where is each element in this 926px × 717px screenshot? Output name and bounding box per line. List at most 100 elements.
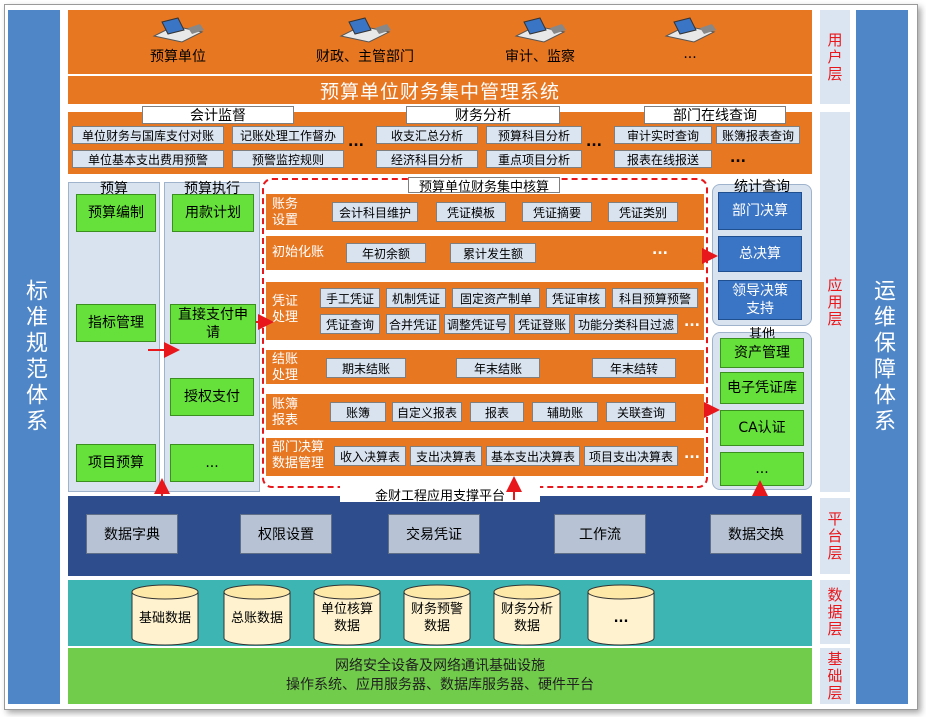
query-item[interactable]: 报表在线报送 — [614, 150, 712, 168]
core-item[interactable]: 年初余额 — [346, 243, 426, 263]
core-item[interactable]: 凭证审核 — [546, 288, 606, 308]
row-label: 初始化账 — [272, 245, 325, 260]
workflow-button[interactable]: 工作流 — [554, 514, 646, 554]
core-item[interactable]: 科目预算预警 — [612, 288, 698, 308]
item-label: 年末结转 — [609, 361, 658, 376]
item-label: 关联查询 — [616, 405, 665, 420]
total-final-button[interactable]: 总决算 — [718, 236, 802, 272]
item-label: 记账处理工作督办 — [239, 128, 336, 143]
data-exchange-button[interactable]: 数据交换 — [710, 514, 802, 554]
decision-support-button[interactable]: 领导决策支持 — [718, 280, 802, 320]
analysis-item[interactable]: 预算科目分析 — [486, 126, 582, 144]
data-dictionary-button[interactable]: 数据字典 — [86, 514, 178, 554]
button-label: 交易凭证 — [406, 527, 462, 543]
asset-management-button[interactable]: 资产管理 — [720, 338, 804, 368]
db-label: 财务预警数据 — [410, 602, 463, 634]
core-item[interactable]: 调整凭证号 — [444, 314, 510, 334]
stats-title: 统计查询 — [734, 179, 790, 195]
db-cylinder[interactable]: ... — [586, 584, 656, 646]
core-item[interactable]: 合并凭证 — [386, 314, 440, 334]
layer-app: 应用层 — [820, 112, 850, 492]
analysis-item[interactable]: 收支汇总分析 — [376, 126, 478, 144]
project-budget-button[interactable]: 项目预算 — [76, 444, 156, 482]
payment-plan-button[interactable]: 用款计划 — [172, 194, 254, 232]
infra-line-1: 网络安全设备及网络通讯基础设施 — [335, 658, 545, 674]
analysis-item[interactable]: 重点项目分析 — [486, 150, 582, 168]
db-cylinder[interactable]: 单位核算数据 — [312, 584, 382, 646]
item-label: 科目预算预警 — [618, 291, 691, 306]
analysis-more: ... — [586, 134, 602, 150]
layer-user-label: 用户层 — [825, 31, 844, 83]
db-cylinder[interactable]: 总账数据 — [222, 584, 292, 646]
other-more-button[interactable]: ... — [720, 452, 804, 486]
core-item[interactable]: 手工凭证 — [320, 288, 380, 308]
core-item[interactable]: 累计发生额 — [450, 243, 536, 263]
core-item[interactable]: 报表 — [470, 402, 524, 422]
core-item[interactable]: 自定义报表 — [392, 402, 462, 422]
core-item[interactable]: 机制凭证 — [386, 288, 446, 308]
database-icon — [313, 584, 381, 646]
button-label: 数据交换 — [728, 527, 784, 543]
e-voucher-button[interactable]: 电子凭证库 — [720, 372, 804, 404]
core-item[interactable]: 凭证类别 — [608, 202, 678, 222]
quota-management-button[interactable]: 指标管理 — [76, 304, 156, 342]
core-item[interactable]: 基本支出决算表 — [486, 446, 580, 466]
button-label: 工作流 — [579, 527, 621, 543]
transaction-voucher-button[interactable]: 交易凭证 — [388, 514, 480, 554]
core-item[interactable]: 固定资产制单 — [452, 288, 540, 308]
core-item[interactable]: 关联查询 — [606, 402, 676, 422]
user-label: 财政、主管部门 — [316, 49, 414, 65]
database-icon — [493, 584, 561, 646]
accounting-item[interactable]: 预警监控规则 — [232, 150, 344, 168]
db-cylinder[interactable]: 财务分析数据 — [492, 584, 562, 646]
ops-column: 运维保障体系 — [856, 10, 908, 704]
ca-auth-button[interactable]: CA认证 — [720, 410, 804, 446]
core-item[interactable]: 年末结账 — [456, 358, 540, 378]
core-item[interactable]: 凭证查询 — [320, 314, 380, 334]
row-label: 账簿报表 — [272, 397, 299, 428]
voucher-more: ... — [684, 314, 700, 330]
core-item[interactable]: 支出决算表 — [410, 446, 482, 466]
budget-compile-button[interactable]: 预算编制 — [76, 194, 156, 232]
authorized-payment-button[interactable]: 授权支付 — [170, 378, 254, 416]
db-label: 单位核算数据 — [320, 602, 373, 634]
query-item[interactable]: 账簿报表查询 — [716, 126, 800, 144]
query-more: ... — [730, 150, 746, 166]
accounting-title-text: 会计监督 — [190, 108, 246, 124]
permission-button[interactable]: 权限设置 — [240, 514, 332, 554]
core-item[interactable]: 项目支出决算表 — [584, 446, 678, 466]
infra-band: 网络安全设备及网络通讯基础设施 操作系统、应用服务器、数据库服务器、硬件平台 — [68, 648, 812, 704]
core-item[interactable]: 凭证登账 — [514, 314, 570, 334]
direct-payment-button[interactable]: 直接支付申请 — [170, 304, 256, 344]
core-item[interactable]: 收入决算表 — [334, 446, 406, 466]
button-label: 指标管理 — [88, 315, 144, 331]
database-icon — [131, 584, 199, 646]
item-label: 收支汇总分析 — [390, 128, 463, 143]
user-label: 审计、监察 — [505, 49, 575, 65]
query-item[interactable]: 审计实时查询 — [614, 126, 712, 144]
item-label: 报表 — [484, 405, 509, 420]
execution-title: 预算执行 — [184, 181, 240, 197]
core-item[interactable]: 年末结转 — [592, 358, 676, 378]
button-label: 用款计划 — [185, 205, 241, 221]
core-item[interactable]: 会计科目维护 — [332, 202, 418, 222]
accounting-item[interactable]: 单位财务与国库支付对账 — [72, 126, 224, 144]
core-item[interactable]: 期末结账 — [326, 358, 406, 378]
core-item[interactable]: 功能分类科目过滤 — [574, 314, 678, 334]
core-item[interactable]: 账簿 — [330, 402, 386, 422]
core-item[interactable]: 凭证模板 — [436, 202, 506, 222]
accounting-item[interactable]: 记账处理工作督办 — [232, 126, 344, 144]
button-label: 授权支付 — [184, 389, 240, 405]
dept-final-button[interactable]: 部门决算 — [718, 192, 802, 230]
core-title-text: 预算单位财务集中核算 — [418, 179, 549, 195]
analysis-item[interactable]: 经济科目分析 — [376, 150, 478, 168]
accounting-item[interactable]: 单位基本支出费用预警 — [72, 150, 224, 168]
item-label: 年初余额 — [361, 246, 410, 261]
db-cylinder[interactable]: 财务预警数据 — [402, 584, 472, 646]
layer-platform: 平台层 — [820, 498, 850, 574]
core-item[interactable]: 凭证摘要 — [522, 202, 592, 222]
computer-icon — [514, 17, 566, 43]
execution-more-button[interactable]: ... — [170, 444, 254, 482]
core-item[interactable]: 辅助账 — [532, 402, 598, 422]
db-cylinder[interactable]: 基础数据 — [130, 584, 200, 646]
